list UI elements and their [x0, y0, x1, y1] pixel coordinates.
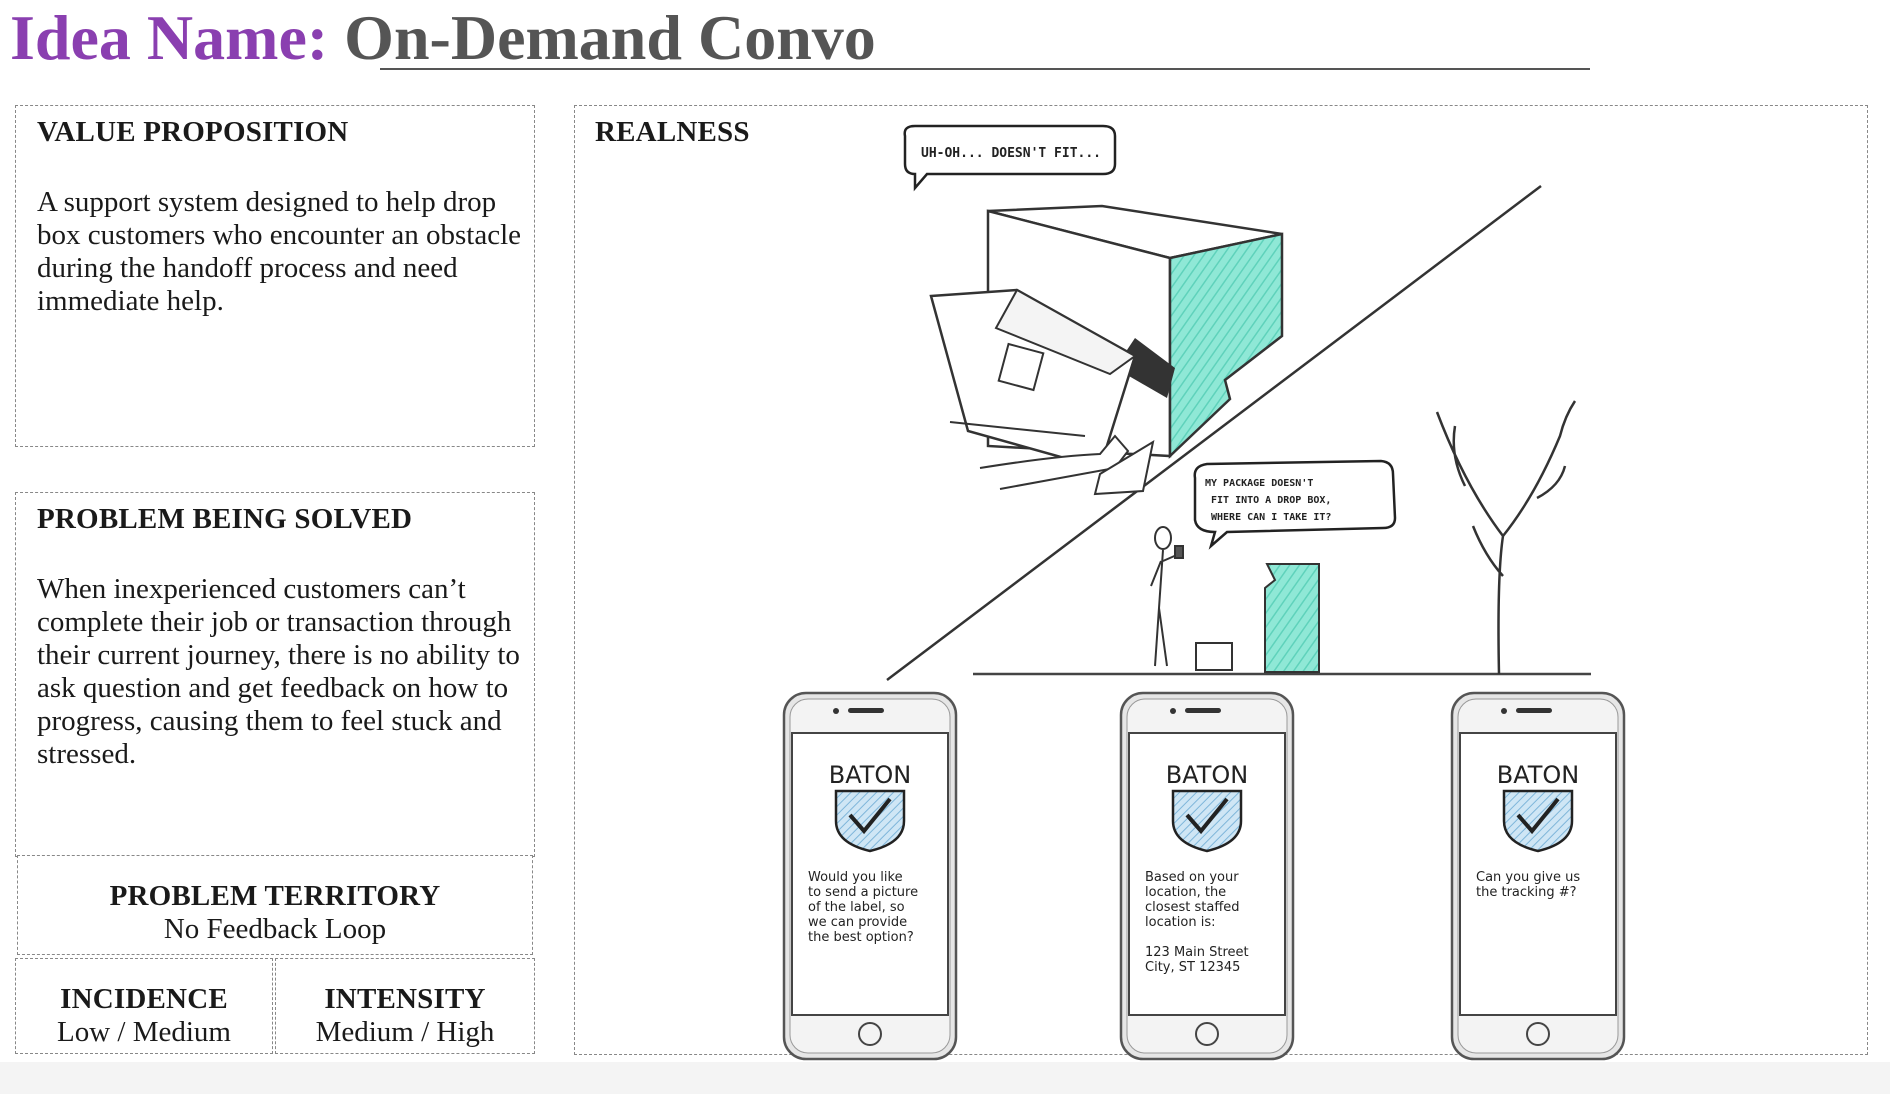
phone-home-button	[858, 1022, 882, 1046]
phone-home-button	[1526, 1022, 1550, 1046]
phone-message-line: of the label, so	[808, 900, 905, 915]
realness-heading: REALNESS	[595, 116, 750, 148]
problem-heading: PROBLEM BEING SOLVED	[37, 503, 413, 535]
phone-message-line: City, ST 12345	[1145, 960, 1240, 975]
territory-value: No Feedback Loop	[163, 913, 387, 945]
phone-message-line: 123 Main Street	[1145, 945, 1249, 960]
speech-bubble-middle-line3: WHERE CAN I TAKE IT?	[1211, 512, 1331, 523]
phone-screen	[1459, 732, 1617, 1016]
realness-illustration: UH-OH... DOESN'T FIT... MY PACKAGE DOESN…	[886, 124, 1591, 681]
speech-bubble-middle: MY PACKAGE DOESN'T FIT INTO A DROP BOX, …	[1193, 459, 1397, 550]
teal-mailbox-illustration	[1264, 563, 1320, 673]
phone-message-line: Based on your	[1145, 870, 1239, 885]
phone-message-line: to send a picture	[808, 885, 918, 900]
package-illustration	[929, 288, 1155, 496]
checkmark-icon	[1516, 797, 1560, 835]
phone-camera-icon	[1170, 708, 1176, 714]
value-proposition-panel: VALUE PROPOSITION A support system desig…	[15, 105, 535, 447]
small-box-illustration	[1195, 642, 1233, 671]
phone-message-line: location, the	[1145, 885, 1226, 900]
incidence-value: Low / Medium	[57, 1016, 231, 1048]
phone-message-line: closest staffed	[1145, 900, 1240, 915]
intensity-heading: INTENSITY	[324, 983, 486, 1015]
tree-illustration	[1435, 400, 1577, 675]
speech-bubble-middle-line2: FIT INTO A DROP BOX,	[1211, 495, 1331, 506]
checkmark-icon	[848, 797, 892, 835]
territory-heading: PROBLEM TERRITORY	[109, 880, 441, 912]
incidence-panel: INCIDENCE Low / Medium	[15, 958, 273, 1054]
phone-message-line: we can provide	[808, 915, 907, 930]
speech-bubble-middle-line1: MY PACKAGE DOESN'T	[1205, 478, 1313, 489]
problem-text: When inexperienced customers can’t compl…	[37, 573, 520, 770]
problem-territory-panel: PROBLEM TERRITORY No Feedback Loop	[17, 855, 533, 955]
intensity-panel: INTENSITY Medium / High	[275, 958, 535, 1054]
phone-message-line: the best option?	[808, 930, 914, 945]
bottom-strip	[0, 1062, 1890, 1094]
phone-camera-icon	[1501, 708, 1507, 714]
idea-title: Idea Name: On-Demand Convo	[10, 2, 876, 74]
checkmark-icon	[1185, 797, 1229, 835]
phone-speaker-icon	[848, 708, 884, 713]
phone-brand-text: BATON	[829, 761, 912, 789]
title-underline	[380, 68, 1590, 70]
phone-home-button	[1195, 1022, 1219, 1046]
incidence-heading: INCIDENCE	[60, 983, 228, 1015]
phone-screen	[791, 732, 949, 1016]
value-proposition-text: A support system designed to help drop b…	[37, 186, 521, 317]
phone-screen	[1128, 732, 1286, 1016]
idea-name-label: Idea Name:	[10, 2, 329, 73]
problem-panel: PROBLEM BEING SOLVED When inexperienced …	[15, 492, 535, 857]
phone-message-line: Can you give us	[1476, 870, 1580, 885]
diagonal-line	[886, 185, 1542, 681]
value-proposition-heading: VALUE PROPOSITION	[37, 116, 349, 148]
phone-brand-text: BATON	[1166, 761, 1249, 789]
person-illustration	[1150, 526, 1184, 667]
realness-panel: REALNESS UH-OH... DOESN'T FIT...	[574, 105, 1868, 1061]
phone-message-line: Would you like	[808, 870, 903, 885]
phone-speaker-icon	[1185, 708, 1221, 713]
speech-bubble-top-text: UH-OH... DOESN'T FIT...	[921, 146, 1101, 161]
idea-name-value: On-Demand Convo	[344, 2, 876, 73]
phone-speaker-icon	[1516, 708, 1552, 713]
phone-camera-icon	[833, 708, 839, 714]
phone-message-line: the tracking #?	[1476, 885, 1577, 900]
phone-brand-text: BATON	[1497, 761, 1580, 789]
intensity-value: Medium / High	[315, 1016, 495, 1048]
phone-message-line: location is:	[1145, 915, 1215, 930]
speech-bubble-top: UH-OH... DOESN'T FIT...	[903, 124, 1117, 192]
